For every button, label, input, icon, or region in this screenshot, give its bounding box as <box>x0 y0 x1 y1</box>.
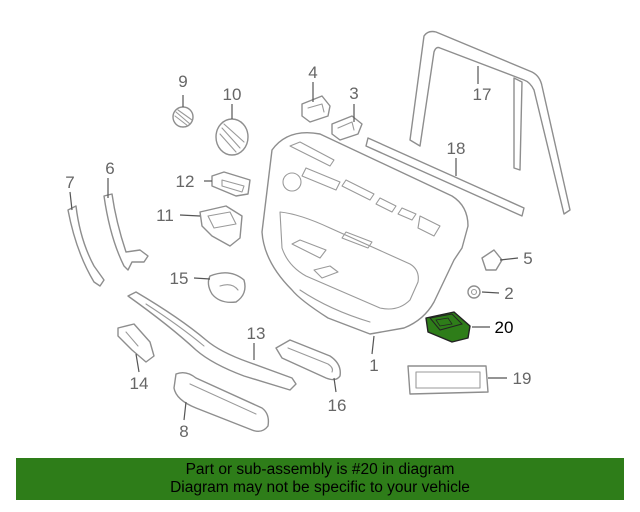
part-7-long-trim[interactable] <box>67 205 105 287</box>
part-2-fastener[interactable] <box>467 285 481 299</box>
part-5-clip[interactable] <box>481 249 503 271</box>
callout-10: 10 <box>223 85 242 104</box>
part-4-bracket[interactable] <box>301 95 331 123</box>
callout-2: 2 <box>504 284 513 303</box>
callout-19: 19 <box>513 369 532 388</box>
callout-3: 3 <box>349 84 358 103</box>
part-16-grab-handle[interactable] <box>275 339 341 381</box>
callout-12: 12 <box>176 172 195 191</box>
part-19-switch-plate[interactable] <box>407 365 489 395</box>
callout-4: 4 <box>308 63 317 82</box>
part-15-cup[interactable] <box>207 272 246 304</box>
part-11-switch-housing[interactable] <box>199 205 243 247</box>
callout-labels: 9 10 4 3 17 18 12 11 15 6 7 13 14 16 8 1… <box>65 63 532 441</box>
callout-5: 5 <box>523 249 532 268</box>
callout-20: 20 <box>495 318 514 337</box>
part-18-sill-strip[interactable] <box>365 137 525 217</box>
part-20-switch-highlighted[interactable] <box>425 311 471 343</box>
callout-9: 9 <box>178 72 187 91</box>
callout-16: 16 <box>328 396 347 415</box>
callout-1: 1 <box>369 356 378 375</box>
part-17-frame-seal[interactable] <box>409 30 571 215</box>
part-1-door-trim-panel[interactable] <box>261 132 469 335</box>
callout-7: 7 <box>65 173 74 192</box>
callout-17: 17 <box>473 85 492 104</box>
part-6-pull-handle[interactable] <box>103 193 149 271</box>
callout-15: 15 <box>170 269 189 288</box>
part-10-round-cover[interactable] <box>215 118 249 156</box>
callout-14: 14 <box>130 374 149 393</box>
callout-18: 18 <box>447 139 466 158</box>
notice-line-1: Part or sub-assembly is #20 in diagram <box>185 461 455 478</box>
part-12-switch-bezel[interactable] <box>211 171 251 197</box>
callout-11: 11 <box>156 206 174 225</box>
part-3-bracket[interactable] <box>331 115 363 141</box>
callout-6: 6 <box>105 159 114 178</box>
part-8-storage-trim[interactable] <box>173 371 270 433</box>
part-9-round-cover[interactable] <box>172 106 194 128</box>
notice-line-2: Diagram may not be specific to your vehi… <box>170 479 470 496</box>
part-14-bracket[interactable] <box>117 323 155 363</box>
callout-leaders <box>69 66 519 421</box>
callout-8: 8 <box>179 422 188 441</box>
part-13-armrest-trim[interactable] <box>127 291 297 391</box>
callout-13: 13 <box>247 324 266 343</box>
notice-banner: Part or sub-assembly is #20 in diagram D… <box>16 458 624 500</box>
